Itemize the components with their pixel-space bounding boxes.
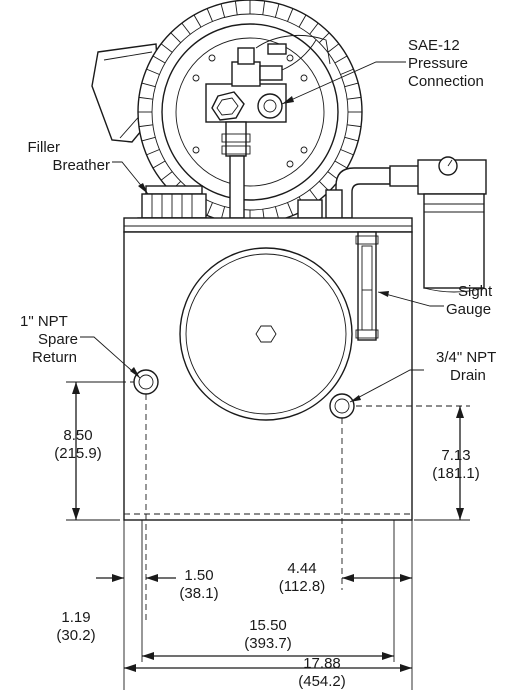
cooling-fin <box>146 68 160 75</box>
reservoir-tank <box>123 217 413 521</box>
cooling-fin <box>347 96 362 100</box>
cooling-fin <box>152 55 166 64</box>
pressure-label-2: Pressure <box>408 55 468 72</box>
dimension-labels: 8.50 (215.9) 7.13 (181.1) 1.50 (38.1) 4.… <box>54 427 480 690</box>
drain-port <box>329 393 355 419</box>
drain-label-1: 3/4" NPT <box>436 349 496 366</box>
dim-8-50-in: 8.50 <box>63 427 92 444</box>
cooling-fin <box>347 124 362 128</box>
cooling-fin <box>344 82 359 88</box>
leader-lines <box>80 61 444 403</box>
pump-stem <box>221 121 251 219</box>
callout-labels: SAE-12 Pressure Connection Filler Breath… <box>20 37 496 384</box>
cooling-fin <box>160 171 173 181</box>
dim-7-13-in: 7.13 <box>441 447 470 464</box>
spare-label-3: Return <box>32 349 77 366</box>
electric-motor <box>91 0 363 225</box>
face-bolts <box>192 54 308 168</box>
sight-gauge <box>355 231 379 341</box>
pressure-port <box>257 93 283 119</box>
cooling-fin <box>334 160 348 169</box>
cooling-fin <box>193 14 202 28</box>
return-filter-assembly <box>297 156 487 293</box>
dim-1-50-in: 1.50 <box>184 567 213 584</box>
cover-hex-nut <box>255 325 277 343</box>
dim-17-88-mm: (454.2) <box>298 673 346 690</box>
cooling-fin <box>138 96 153 100</box>
pressure-label-3: Connection <box>408 73 484 90</box>
dimension-lines <box>66 381 470 690</box>
cooling-fin <box>181 22 191 35</box>
cooling-fin <box>206 8 213 22</box>
spare-return-port <box>133 369 159 395</box>
cooling-fin <box>327 43 340 53</box>
sight-label-2: Gauge <box>446 301 491 318</box>
sight-label-1: Sight <box>458 283 493 300</box>
dim-4-44-mm: (112.8) <box>279 578 325 595</box>
cooling-fin <box>340 149 354 156</box>
cooling-fin <box>262 0 266 15</box>
cooling-fin <box>334 55 348 64</box>
dim-15-50-mm: (393.7) <box>244 635 292 652</box>
cooling-fin <box>152 160 166 169</box>
dim-7-13-mm: (181.1) <box>432 465 480 482</box>
dim-8-50-mm: (215.9) <box>54 445 102 462</box>
cooling-fin <box>160 43 173 53</box>
filler-label-1: Filler <box>28 139 61 156</box>
dim-4-44-in: 4.44 <box>287 560 316 577</box>
cooling-fin <box>234 0 238 15</box>
filler-label-2: Breather <box>52 157 110 174</box>
tank-lid <box>123 217 413 233</box>
cooling-fin <box>138 124 153 128</box>
cooling-fin <box>309 22 319 35</box>
cooling-fin <box>309 189 319 202</box>
dim-1-19-in: 1.19 <box>61 609 90 626</box>
cooling-fin <box>318 32 330 44</box>
dim-1-50-mm: (38.1) <box>179 585 218 602</box>
cooling-fin <box>340 68 354 75</box>
spare-label-2: Spare <box>38 331 78 348</box>
dim-1-19-mm: (30.2) <box>56 627 95 644</box>
cooling-fin <box>141 136 156 142</box>
filter-canister <box>423 193 485 289</box>
cooling-fin <box>170 32 182 44</box>
motor-face-plate <box>175 37 325 187</box>
cooling-fin <box>287 8 294 22</box>
cooling-fin <box>287 202 294 216</box>
pressure-label-1: SAE-12 <box>408 37 460 54</box>
drain-label-2: Drain <box>450 367 486 384</box>
cooling-fin <box>220 3 226 18</box>
dim-17-88-in: 17.88 <box>303 655 341 672</box>
clean-out-cover <box>179 247 353 421</box>
cooling-fin <box>146 149 160 156</box>
spare-label-1: 1" NPT <box>20 313 68 330</box>
cooling-fin <box>141 82 156 88</box>
cooling-fin <box>298 14 307 28</box>
cooling-fin <box>274 3 280 18</box>
dim-15-50-in: 15.50 <box>249 617 287 634</box>
cooling-fin <box>206 202 213 216</box>
cooling-fin <box>344 136 359 142</box>
